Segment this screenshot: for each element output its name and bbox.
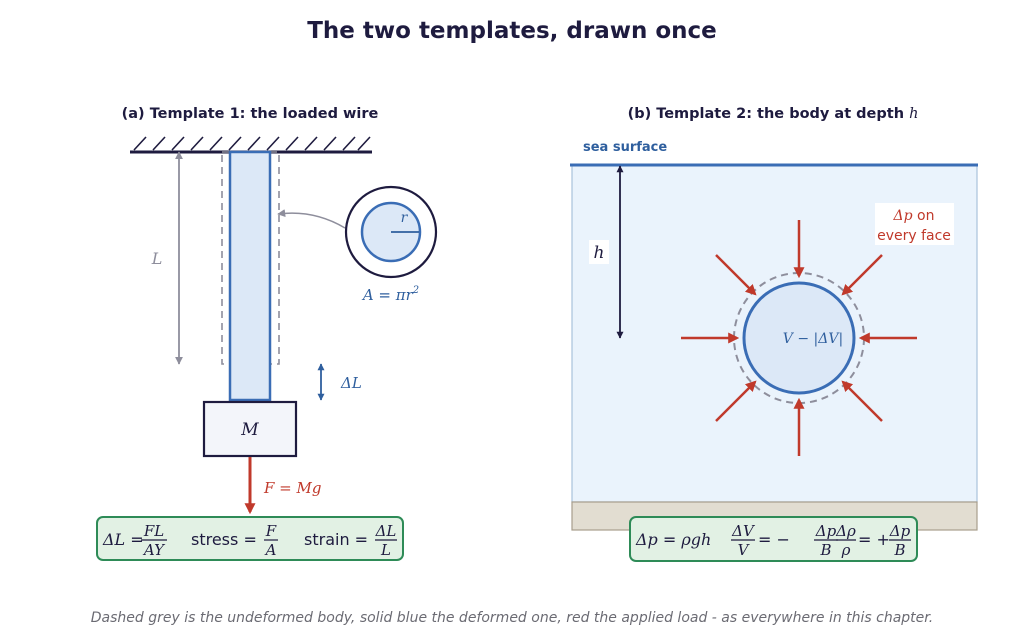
ceiling-support [130,136,372,154]
pressure-note-bg [875,203,954,245]
pressure-arrow-top-left [715,254,757,296]
deformed-wire [228,150,272,402]
formula-box-b: Δp = ρgh ΔV V = − Δp B Δρ ρ = + Δp B [629,516,918,562]
depth-label: h [594,243,605,263]
formula-density-den-left: ρ [841,541,851,559]
formula-box-a: ΔL = FL AY stress = F A strain = ΔL L [96,516,404,561]
formula-pressure: Δp = ρgh [635,530,711,549]
formula-stress-num: F [265,522,277,540]
pressure-arrow-top-right [841,254,883,296]
formula-volume-den-left: V [738,541,751,559]
formula-delta-l-den: AY [142,541,166,559]
formula-density-num-right: Δp [889,522,911,540]
formula-density-eq: = + [858,530,890,549]
pressure-note-line1: Δp on [893,208,935,224]
radius-label: r [401,210,409,226]
page-title: The two templates, drawn once [307,18,717,44]
sea-surface-label: sea surface [583,140,667,155]
length-label: L [151,249,163,268]
formula-strain-num: ΔL [375,522,397,540]
formula-volume-den-right: B [819,541,831,559]
formula-strain-lhs: strain = [304,530,368,549]
volume-label: V − |ΔV| [783,331,843,347]
formula-density-den-right: B [893,541,905,559]
formula-stress-den: A [264,541,277,559]
depth-label-bg [589,240,609,264]
extension-label: ΔL [340,374,362,392]
mass-label: M [240,420,259,440]
pressure-arrow-bottom-left [715,380,757,422]
formula-volume-eq: = − [758,530,790,549]
pressure-arrow-bottom-right [841,380,883,422]
force-label: F = Mg [263,479,321,497]
panel-a: (a) Template 1: the loaded wire [96,106,438,561]
pressure-note-line2: every face [877,228,951,244]
deformed-body [742,281,856,395]
area-formula: A = πr2 [361,285,419,304]
formula-volume-num-left: ΔV [731,522,756,540]
formula-delta-l-lhs: ΔL = [102,530,144,549]
panel-b: (b) Template 2: the body at depth h sea … [570,106,978,562]
formula-delta-l-num: FL [143,522,164,540]
mass-block [202,400,298,458]
formula-strain-den: L [380,541,391,559]
formula-volume-num-right: Δp [815,522,837,540]
pressure-arrows [681,220,917,456]
cross-section-pointer [277,209,346,229]
figure-caption: Dashed grey is the undeformed body, soli… [91,610,933,626]
panel-a-heading: (a) Template 1: the loaded wire [122,106,379,122]
formula-density-num-left: Δρ [835,522,856,540]
formula-stress-lhs: stress = [191,530,257,549]
panel-b-heading: (b) Template 2: the body at depth h [628,106,919,122]
